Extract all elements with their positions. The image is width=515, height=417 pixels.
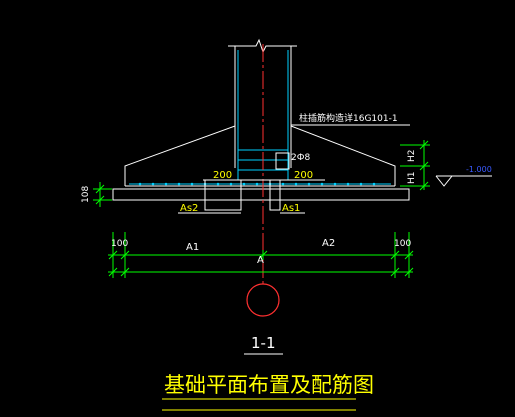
rebar-dot <box>164 182 168 186</box>
dim-108-line <box>93 182 112 207</box>
a1-label: A1 <box>186 242 199 253</box>
rebar-dot <box>255 182 259 186</box>
section-circle <box>246 283 280 317</box>
a-center-label: A <box>257 255 264 266</box>
rebar-dot <box>177 182 181 186</box>
dim-200-right: 200 <box>294 170 313 181</box>
rebar-dot <box>229 182 233 186</box>
footing-outline <box>124 125 396 187</box>
elevation-value: -1.000 <box>466 165 492 174</box>
top-bars-label: 2Ф8 <box>291 153 310 163</box>
rebar-dot <box>346 182 350 186</box>
bottom-rebar <box>129 182 391 186</box>
rebar-dot <box>307 182 311 186</box>
dim-200-left: 200 <box>213 170 232 181</box>
column-outline <box>228 38 297 168</box>
rebar-dot <box>333 182 337 186</box>
rebar-dot <box>242 182 246 186</box>
rebar-dot <box>372 182 376 186</box>
rebar-detail-boxes <box>204 152 290 211</box>
rebar-dot <box>151 182 155 186</box>
dim-h-lines <box>400 140 430 191</box>
rebar-dot <box>138 182 142 186</box>
rebar-dot <box>281 182 285 186</box>
column-note: 柱插筋构造详16G101-1 <box>299 112 398 124</box>
base-slab <box>112 188 410 201</box>
as1-label: As1 <box>282 203 300 214</box>
as2-label: As2 <box>180 203 198 214</box>
bottom-dimensions <box>108 232 414 278</box>
dim-100-right: 100 <box>394 239 411 249</box>
dim-100-left: 100 <box>111 239 128 249</box>
drawing-title: 基础平面布置及配筋图 <box>164 373 374 397</box>
rebar-dot <box>359 182 363 186</box>
h1-label: H1 <box>407 172 417 185</box>
section-mark: 1-1 <box>251 334 276 352</box>
column-rebar <box>237 50 289 180</box>
rebar-dot <box>190 182 194 186</box>
a2-label: A2 <box>322 238 335 249</box>
elevation-marker <box>435 175 492 187</box>
dim-108: 108 <box>81 186 91 203</box>
h2-label: H2 <box>407 150 417 163</box>
rebar-dot <box>216 182 220 186</box>
rebar-dot <box>294 182 298 186</box>
rebar-dot <box>320 182 324 186</box>
